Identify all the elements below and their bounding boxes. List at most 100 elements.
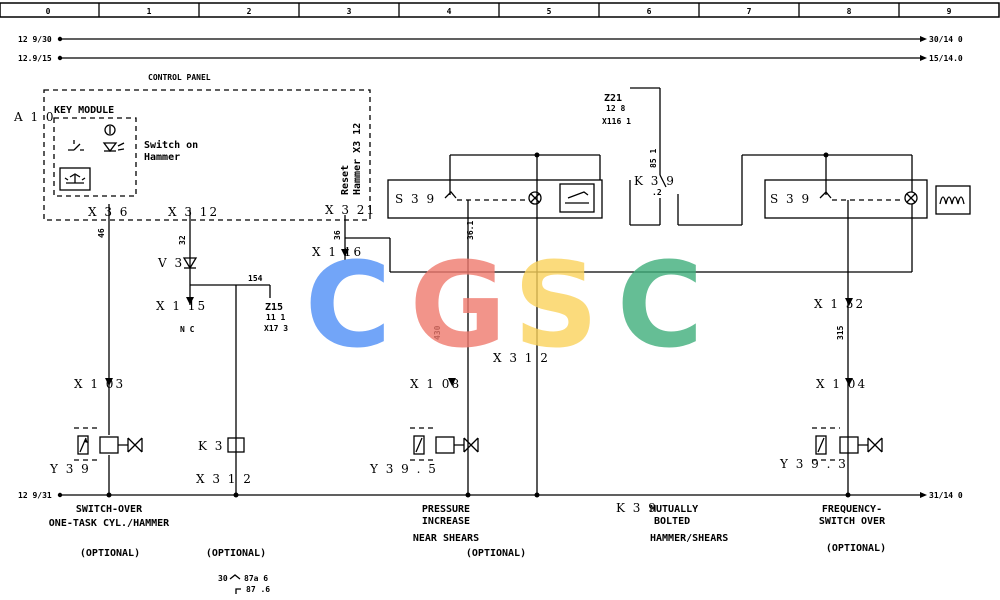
svg-text:12 9/30: 12 9/30 xyxy=(18,35,52,44)
watermark-letter: C xyxy=(617,236,704,374)
circuit-switch-over: X 3 6 46 X 1 03 Y 3 9 xyxy=(49,204,143,498)
relay-left: S 3 9 36.1 430 X 1 08 X 3 1 2 Y 3 9 . 5 xyxy=(369,152,603,498)
key-module-title: KEY MODULE xyxy=(54,105,114,116)
svg-text:(OPTIONAL): (OPTIONAL) xyxy=(80,548,140,559)
svg-text:FREQUENCY-: FREQUENCY- xyxy=(822,504,882,515)
svg-text:X 1 52: X 1 52 xyxy=(814,297,865,311)
ruler-label: 4 xyxy=(447,7,452,16)
ruler-label: 1 xyxy=(147,7,152,16)
svg-text:32: 32 xyxy=(178,235,187,245)
solenoid-valve-icon xyxy=(812,427,883,461)
captions: SWITCH-OVER ONE-TASK CYL./HAMMER (OPTION… xyxy=(49,501,886,559)
switch-label: Hammer xyxy=(144,152,180,163)
svg-text:12.9/15: 12.9/15 xyxy=(18,54,52,63)
svg-text:NEAR SHEARS: NEAR SHEARS xyxy=(413,533,479,544)
svg-text:S 3 9: S 3 9 xyxy=(770,192,811,206)
svg-text:X116 1: X116 1 xyxy=(602,117,631,126)
svg-text:12 8: 12 8 xyxy=(606,104,625,113)
svg-text:15/14.0: 15/14.0 xyxy=(929,54,963,63)
control-panel-ref: A 1 0 xyxy=(13,110,56,124)
solenoid-valve-icon xyxy=(74,427,143,461)
column-ruler: 0 1 2 3 4 5 6 7 8 9 xyxy=(0,2,1000,18)
svg-text:X 1 03: X 1 03 xyxy=(74,377,125,391)
watermark-letter: G xyxy=(410,236,507,374)
reset-label: Reset xyxy=(340,165,351,195)
svg-text:X 3 1 2: X 3 1 2 xyxy=(493,351,550,365)
hammer-icon xyxy=(64,173,86,184)
svg-text:V 3: V 3 xyxy=(157,256,184,270)
svg-text:(OPTIONAL): (OPTIONAL) xyxy=(206,548,266,559)
svg-text:315: 315 xyxy=(836,325,845,340)
svg-text:36.1: 36.1 xyxy=(466,221,475,240)
svg-text:87a 6: 87a 6 xyxy=(244,574,268,583)
control-panel: CONTROL PANEL A 1 0 KEY MODULE Switch on… xyxy=(13,73,371,221)
solenoid-valve-icon xyxy=(410,427,479,461)
svg-text:X 3 1 2: X 3 1 2 xyxy=(196,472,253,486)
svg-text:30/14 0: 30/14 0 xyxy=(929,35,963,44)
svg-text:87 .6: 87 .6 xyxy=(246,585,270,594)
svg-text:(OPTIONAL): (OPTIONAL) xyxy=(466,548,526,559)
ruler-label: 5 xyxy=(547,7,552,16)
svg-text:BOLTED: BOLTED xyxy=(654,516,690,527)
watermark-letter: S xyxy=(514,236,599,374)
switch-icon xyxy=(68,140,84,151)
rail-30: 12 9/30 30/14 0 xyxy=(18,35,963,44)
svg-text:46: 46 xyxy=(97,228,106,238)
svg-text:K 3: K 3 xyxy=(198,439,224,453)
svg-text:30: 30 xyxy=(218,574,228,583)
svg-text:11 1: 11 1 xyxy=(266,313,285,322)
svg-text:K 3 9: K 3 9 xyxy=(634,174,676,188)
ruler-label: 0 xyxy=(46,7,51,16)
relay-right: S 3 9 X 1 52 315 X 1 04 Y 3 9 . 3 xyxy=(764,152,971,498)
watermark-letter: C xyxy=(305,236,392,374)
svg-text:X 3 6: X 3 6 xyxy=(88,205,129,219)
ruler-label: 6 xyxy=(647,7,652,16)
circuit-reset: X 3 21 36 X 1 16 xyxy=(312,203,912,273)
svg-text:HAMMER/SHEARS: HAMMER/SHEARS xyxy=(650,533,728,544)
svg-text:X17 3: X17 3 xyxy=(264,324,288,333)
svg-text:31/14 0: 31/14 0 xyxy=(929,491,963,500)
svg-text:Z21: Z21 xyxy=(604,93,622,104)
diode-icon xyxy=(182,257,198,270)
svg-text:N C: N C xyxy=(180,325,195,334)
svg-text:X 3 21: X 3 21 xyxy=(325,203,376,217)
svg-text:430: 430 xyxy=(433,325,442,340)
ruler-label: 2 xyxy=(247,7,252,16)
relay-k39-top: Z21 12 8 X116 1 85 1 K 3 9 .2 xyxy=(602,87,912,226)
svg-text:X 1 15: X 1 15 xyxy=(156,299,207,313)
svg-text:INCREASE: INCREASE xyxy=(422,516,470,527)
svg-text:X 3 12: X 3 12 xyxy=(168,205,219,219)
rail-31: 12 9/31 31/14 0 xyxy=(18,491,963,500)
svg-text:12 9/31: 12 9/31 xyxy=(18,491,52,500)
circuit-v3: X 3 12 32 V 3 154 X 1 15 N C Z15 11 1 X1… xyxy=(156,205,288,498)
control-panel-title: CONTROL PANEL xyxy=(148,73,211,82)
svg-text:PRESSURE: PRESSURE xyxy=(422,504,470,515)
svg-text:36: 36 xyxy=(333,230,342,240)
svg-text:S 3 9: S 3 9 xyxy=(395,192,436,206)
svg-text:85 1: 85 1 xyxy=(649,149,658,168)
contact-reference: 30 87a 6 87 .6 xyxy=(218,574,270,594)
svg-text:MUTUALLY: MUTUALLY xyxy=(650,504,698,515)
svg-text:X 1 04: X 1 04 xyxy=(816,377,867,391)
reset-label: Hammer X3 12 xyxy=(352,123,363,195)
svg-text:154: 154 xyxy=(248,274,263,283)
ruler-label: 7 xyxy=(747,7,752,16)
svg-text:SWITCH OVER: SWITCH OVER xyxy=(819,516,886,527)
switch-label: Switch on xyxy=(144,139,198,151)
svg-text:SWITCH-OVER: SWITCH-OVER xyxy=(76,504,143,515)
svg-text:Y 3 9 . 5: Y 3 9 . 5 xyxy=(369,462,438,476)
svg-text:ONE-TASK CYL./HAMMER: ONE-TASK CYL./HAMMER xyxy=(49,518,170,529)
rail-15: 12.9/15 15/14.0 xyxy=(18,54,963,63)
ruler-label: 9 xyxy=(947,7,952,16)
svg-text:K 3 9: K 3 9 xyxy=(616,501,658,515)
svg-text:(OPTIONAL): (OPTIONAL) xyxy=(826,543,886,554)
indicator-lamp-icon xyxy=(102,124,125,153)
ruler-label: 3 xyxy=(347,7,352,16)
svg-text:X 1 08: X 1 08 xyxy=(410,377,461,391)
svg-text:.2: .2 xyxy=(652,188,662,197)
svg-text:Y 3 9: Y 3 9 xyxy=(49,462,91,476)
ruler-label: 8 xyxy=(847,7,852,16)
watermark-logo: C G S C xyxy=(305,236,704,374)
svg-text:Y 3 9 . 3: Y 3 9 . 3 xyxy=(779,457,848,471)
